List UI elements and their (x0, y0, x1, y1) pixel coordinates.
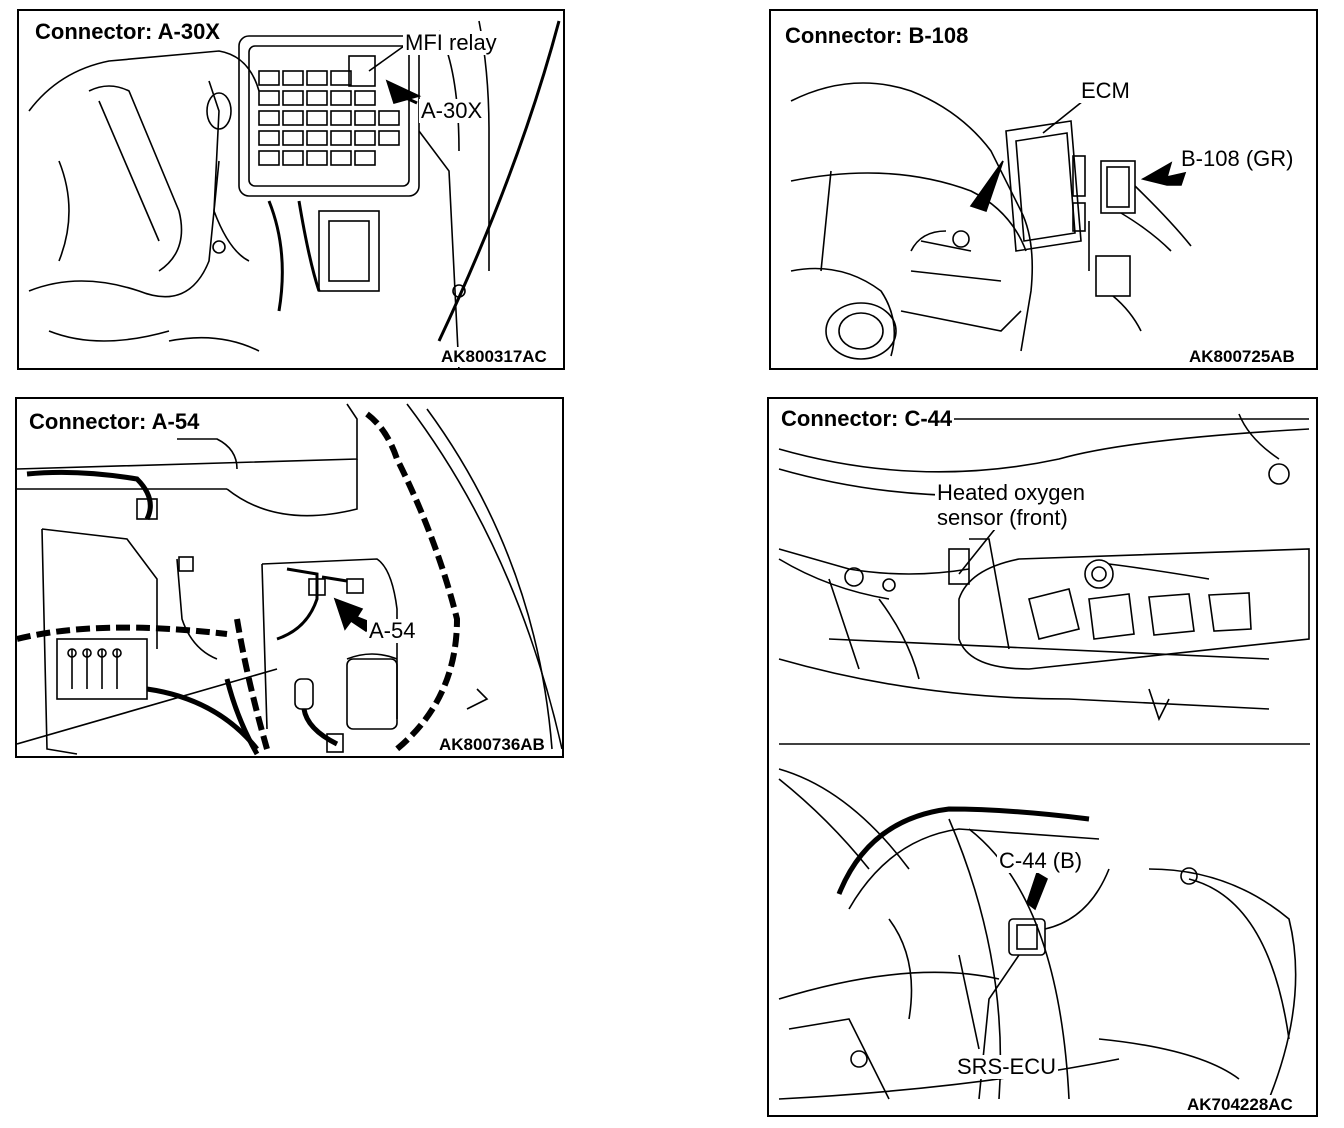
panel-a30x: Connector: A-30X MFI relay A-30X AK80031… (17, 9, 565, 370)
oxygen-sensor-label-line2: sensor (front) (935, 505, 1070, 530)
mfi-relay-label: MFI relay (403, 30, 499, 55)
a54-illustration (17, 403, 562, 756)
connector-label: A-30X (419, 98, 485, 123)
b108-illustration (790, 82, 1192, 360)
c44-illustration (778, 413, 1310, 1100)
panel-title: Connector: C-44 (779, 406, 955, 432)
panel-c44: Connector: C-44 Heated oxygen sensor (fr… (767, 397, 1318, 1117)
figure-code: AK704228AC (1185, 1095, 1295, 1115)
panel-a54: Connector: A-54 A-54 AK800736AB (15, 397, 564, 758)
panel-title: Connector: B-108 (783, 23, 971, 49)
connector-label: B-108 (GR) (1179, 146, 1296, 171)
panel-title: Connector: A-30X (33, 19, 222, 45)
connector-label: C-44 (B) (997, 848, 1085, 873)
oxygen-sensor-label-line1: Heated oxygen (935, 480, 1087, 505)
connector-label: A-54 (367, 618, 418, 643)
srs-ecu-label: SRS-ECU (955, 1054, 1059, 1079)
panel-b108: Connector: B-108 ECM B-108 (GR) AK800725… (769, 9, 1318, 370)
panel-title: Connector: A-54 (27, 409, 202, 435)
figure-code: AK800317AC (439, 347, 549, 367)
figure-code: AK800725AB (1187, 347, 1297, 367)
a30x-illustration (28, 20, 561, 368)
figure-code: AK800736AB (437, 735, 547, 755)
ecm-label: ECM (1079, 78, 1132, 103)
